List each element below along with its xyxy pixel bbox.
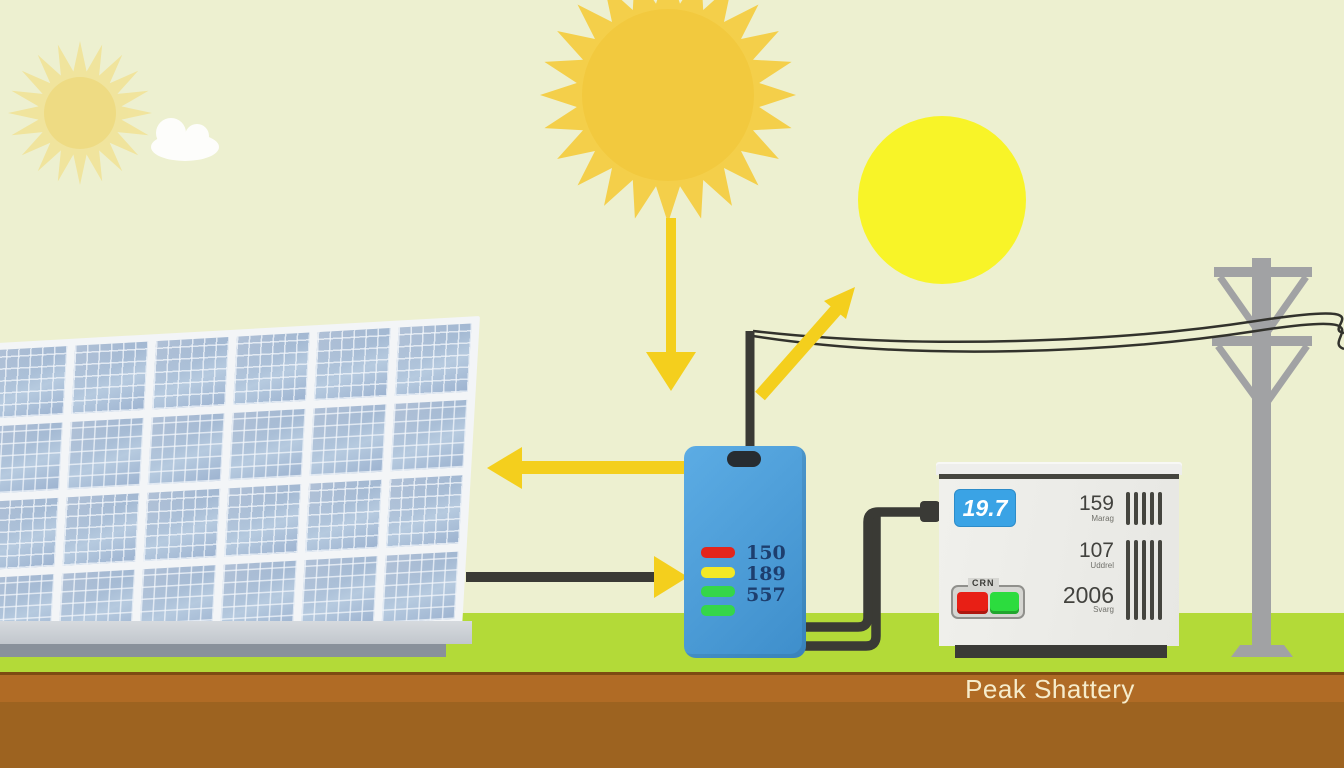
solar-cell — [71, 341, 149, 414]
solar-cell — [381, 551, 459, 623]
solar-cell — [233, 332, 310, 405]
sun-icon — [540, 0, 796, 223]
battery-to-panel-arrow-icon — [487, 447, 687, 489]
readout-value: 159 — [1078, 492, 1114, 515]
battery-readings: 150 189 557 — [746, 543, 798, 606]
solar-cell — [390, 399, 468, 472]
caption-text: Peak Shattery — [965, 674, 1135, 704]
switch-panel-label: CRN — [968, 578, 999, 588]
meter-readout: 159 Marag — [1034, 492, 1114, 523]
solar-cell — [309, 403, 387, 476]
solar-cell — [143, 488, 221, 561]
readout-label: Uddrel — [1090, 561, 1114, 570]
battery-level-bar-yellow — [701, 567, 735, 578]
solar-cell — [386, 475, 463, 548]
meter-vents-bottom — [1126, 540, 1162, 620]
vent-slat — [1126, 540, 1130, 620]
battery-level-bar-green2 — [701, 605, 735, 616]
readout-label: Marag — [1091, 514, 1114, 523]
solar-panel-base — [0, 621, 472, 644]
power-lines — [752, 312, 1344, 353]
vent-slat — [1134, 492, 1138, 525]
vent-slat — [1158, 492, 1162, 525]
solar-panel-base-shadow — [0, 644, 446, 657]
battery-reading-value: 189 — [746, 563, 786, 585]
solar-cell — [394, 323, 472, 396]
meter-display: 19.7 — [954, 489, 1016, 527]
vent-slat — [1142, 540, 1146, 620]
meter-base — [955, 645, 1167, 658]
solar-cell — [300, 555, 378, 628]
solar-panel — [0, 316, 480, 654]
meter-seam — [939, 474, 1179, 479]
vent-slat — [1150, 492, 1154, 525]
panel-output-arrowhead-icon — [654, 556, 688, 598]
meter-lid — [936, 462, 1182, 475]
battery-level-bar-red — [701, 547, 735, 558]
meter-readout: 107 Uddrel — [1034, 539, 1114, 570]
vent-slat — [1142, 492, 1146, 525]
vent-slat — [1150, 540, 1154, 620]
red-button — [957, 592, 988, 614]
solar-cell — [147, 412, 225, 485]
solar-cell — [62, 493, 140, 566]
battery-reading-value: 557 — [746, 584, 786, 606]
solar-cell — [0, 346, 68, 418]
battery-handle-slot — [727, 451, 761, 467]
sun-disc-icon — [858, 116, 1026, 284]
vent-slat — [1126, 492, 1130, 525]
readout-value: 2006 — [1062, 582, 1114, 608]
meter-connector-stub — [920, 501, 940, 522]
cloud-icon — [151, 118, 219, 161]
solar-cell — [152, 337, 229, 409]
vent-slat — [1134, 540, 1138, 620]
solar-cell — [0, 421, 63, 494]
readout-value: 107 — [1078, 539, 1114, 562]
battery-level-bar-green — [701, 586, 735, 597]
grid-export-arrow-icon — [755, 287, 855, 401]
vent-slat — [1158, 540, 1162, 620]
solar-cell — [0, 497, 59, 570]
meter-vents-top — [1126, 492, 1162, 525]
sunlight-down-arrow-icon — [646, 218, 696, 391]
battery-reading-value: 150 — [746, 542, 786, 564]
soil-strip — [0, 672, 1344, 768]
utility-pole — [1212, 258, 1312, 657]
meter-readout: 2006 Svarg — [1034, 582, 1114, 615]
solar-cell — [305, 479, 382, 552]
green-button — [990, 592, 1019, 614]
solar-cell — [66, 417, 144, 490]
solar-cell — [228, 408, 306, 481]
solar-cell — [224, 484, 302, 557]
faint-sun-icon — [8, 41, 152, 185]
meter-display-value: 19.7 — [962, 494, 1008, 521]
solar-cell — [313, 328, 391, 400]
readout-label: Svarg — [1093, 605, 1114, 614]
